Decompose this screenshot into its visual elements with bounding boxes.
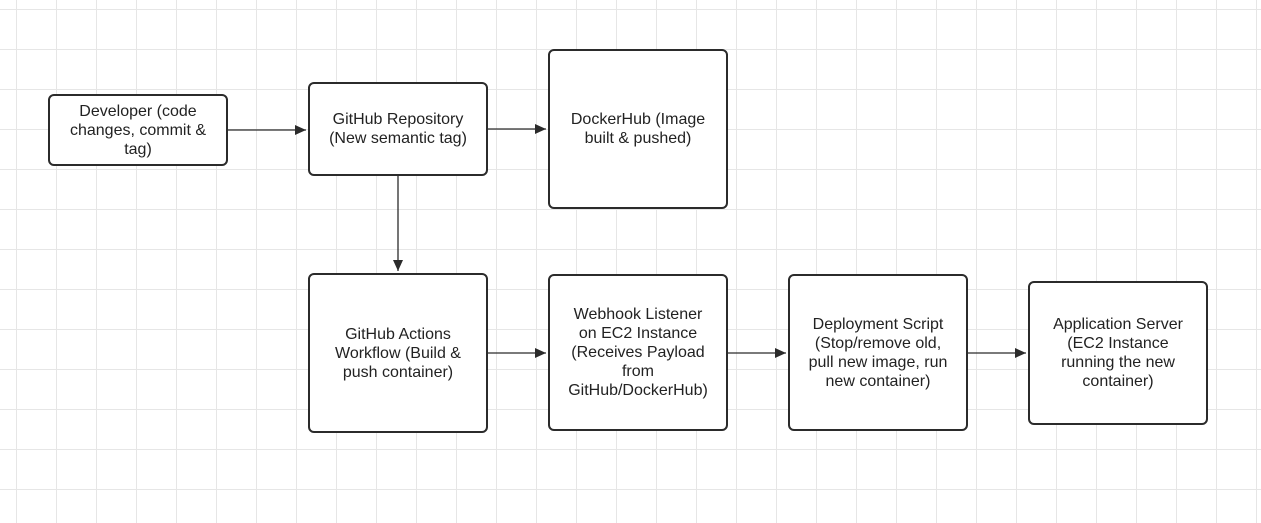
node-deployment-script-label: Deployment Script (Stop/remove old, pull… xyxy=(808,315,948,390)
node-webhook-listener[interactable]: Webhook Listener on EC2 Instance (Receiv… xyxy=(548,274,728,431)
node-developer-label: Developer (code changes, commit & tag) xyxy=(69,102,207,158)
node-deployment-script[interactable]: Deployment Script (Stop/remove old, pull… xyxy=(788,274,968,431)
node-dockerhub-label: DockerHub (Image built & pushed) xyxy=(570,111,706,147)
node-webhook-listener-label: Webhook Listener on EC2 Instance (Receiv… xyxy=(568,306,708,399)
node-github-actions-label: GitHub Actions Workflow (Build & push co… xyxy=(335,325,461,381)
node-application-server[interactable]: Application Server (EC2 Instance running… xyxy=(1028,281,1208,425)
node-dockerhub[interactable]: DockerHub (Image built & pushed) xyxy=(548,49,728,209)
node-application-server-label: Application Server (EC2 Instance running… xyxy=(1053,316,1183,390)
node-github-repository-label: GitHub Repository (New semantic tag) xyxy=(329,111,467,147)
node-developer[interactable]: Developer (code changes, commit & tag) xyxy=(48,94,228,166)
node-github-repository[interactable]: GitHub Repository (New semantic tag) xyxy=(308,82,488,176)
node-github-actions[interactable]: GitHub Actions Workflow (Build & push co… xyxy=(308,273,488,433)
